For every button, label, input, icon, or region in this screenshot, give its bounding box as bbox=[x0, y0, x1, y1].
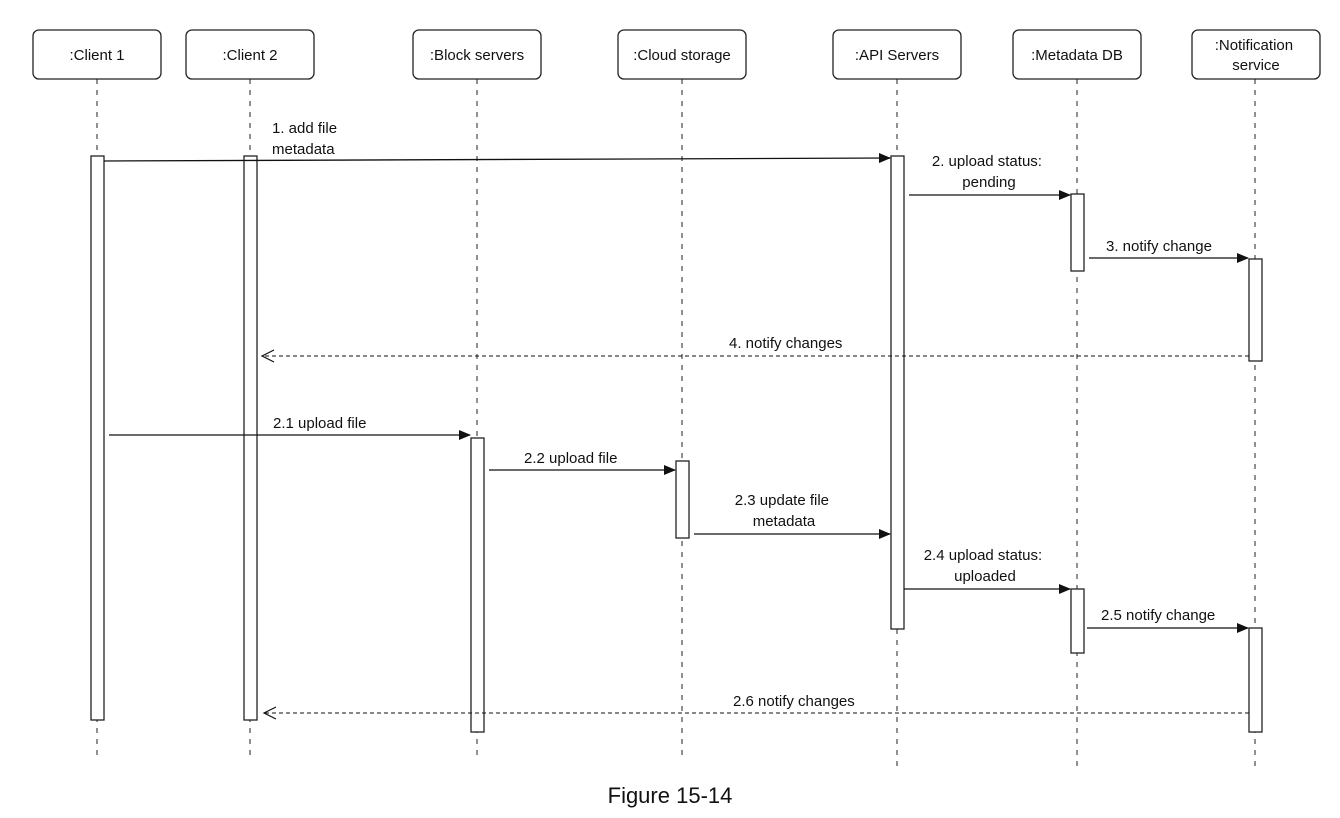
figure-caption: Figure 15-14 bbox=[607, 783, 733, 808]
participant-notification-service: :Notification service bbox=[1191, 29, 1321, 80]
participant-label: :Metadata DB bbox=[1031, 47, 1123, 64]
message-label: 2.6 notify changes bbox=[733, 693, 855, 710]
participant-client2: :Client 2 bbox=[185, 29, 315, 80]
participant-label: :Cloud storage bbox=[633, 47, 731, 64]
message-label: 4. notify changes bbox=[729, 335, 842, 352]
message-notify-change: 3. notify change bbox=[1089, 238, 1249, 263]
message-add-file-metadata: 1. add file metadata bbox=[103, 120, 891, 164]
activation-client2 bbox=[243, 155, 258, 721]
participant-label: :API Servers bbox=[855, 47, 939, 64]
message-label: 2.1 upload file bbox=[273, 415, 366, 432]
participant-label: :Client 1 bbox=[69, 47, 124, 64]
participant-api-servers: :API Servers bbox=[832, 29, 962, 80]
activation-metadata-db-1 bbox=[1070, 193, 1085, 272]
message-upload-status-pending: 2. upload status: pending bbox=[909, 153, 1071, 200]
message-label: 2.5 notify change bbox=[1101, 607, 1215, 624]
participant-label: :Notification service bbox=[1215, 37, 1298, 74]
participant-label: :Block servers bbox=[430, 47, 524, 64]
message-label: 1. add file metadata bbox=[272, 120, 341, 158]
message-label: 2. upload status: pending bbox=[932, 153, 1046, 191]
message-upload-file-to-cloud: 2.2 upload file bbox=[489, 450, 676, 475]
message-notify-change-2: 2.5 notify change bbox=[1087, 607, 1249, 633]
message-notify-changes-2: 2.6 notify changes bbox=[262, 693, 1249, 720]
activation-block-servers bbox=[470, 437, 485, 733]
participant-client1: :Client 1 bbox=[32, 29, 162, 80]
message-upload-file-to-block: 2.1 upload file bbox=[109, 415, 471, 440]
participant-cloud-storage: :Cloud storage bbox=[617, 29, 747, 80]
message-upload-status-uploaded: 2.4 upload status: uploaded bbox=[904, 547, 1071, 594]
message-label: 3. notify change bbox=[1106, 238, 1212, 255]
message-label: 2.2 upload file bbox=[524, 450, 617, 467]
message-notify-changes: 4. notify changes bbox=[260, 335, 1249, 363]
activation-metadata-db-2 bbox=[1070, 588, 1085, 654]
message-update-file-metadata: 2.3 update file metadata bbox=[694, 492, 891, 539]
activation-api-servers bbox=[890, 155, 905, 630]
participant-block-servers: :Block servers bbox=[412, 29, 542, 80]
participant-label: :Client 2 bbox=[222, 47, 277, 64]
activation-notification-service-2 bbox=[1248, 627, 1263, 733]
activation-client1 bbox=[90, 155, 105, 721]
message-label: 2.3 update file metadata bbox=[735, 492, 833, 530]
message-label: 2.4 upload status: uploaded bbox=[924, 547, 1047, 585]
activation-cloud-storage bbox=[675, 460, 690, 539]
activation-notification-service-1 bbox=[1248, 258, 1263, 362]
participant-metadata-db: :Metadata DB bbox=[1012, 29, 1142, 80]
